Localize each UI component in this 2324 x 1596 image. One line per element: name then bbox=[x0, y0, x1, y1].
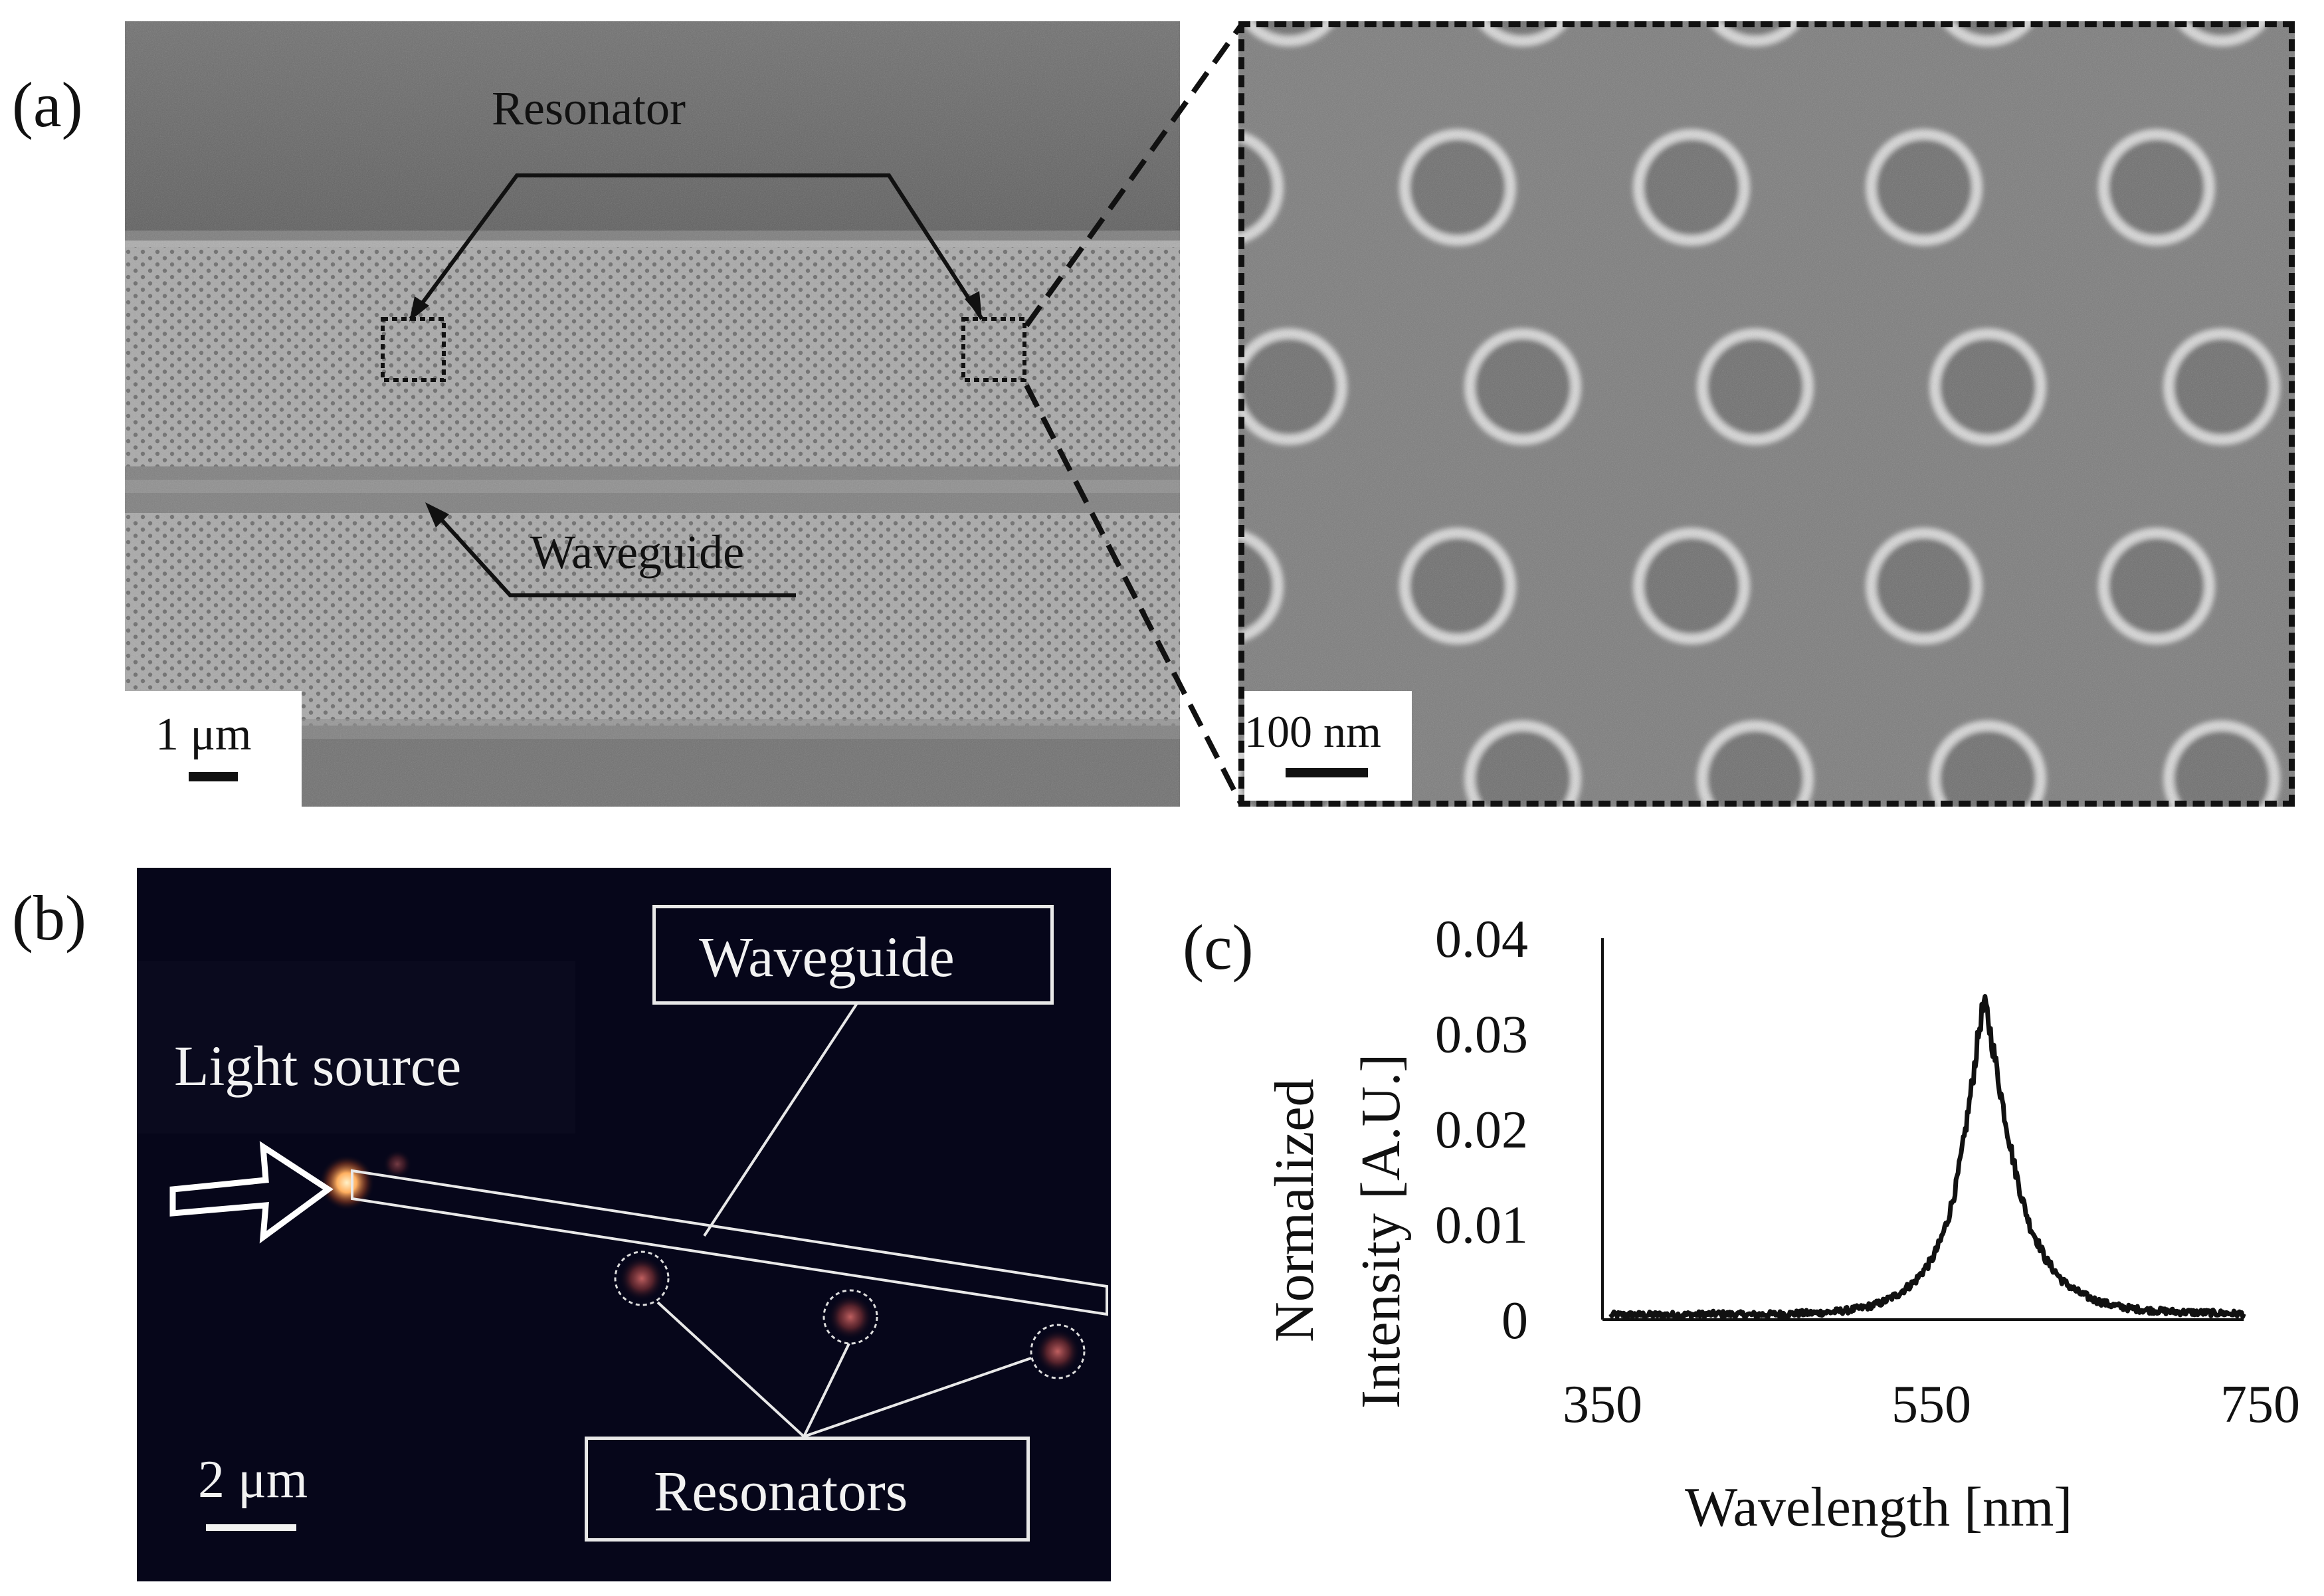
resonator-box-1 bbox=[381, 317, 446, 382]
waveguide-label-b: Waveguide bbox=[699, 925, 955, 989]
y-tick-labels: 0 0.01 0.02 0.03 0.04 bbox=[1435, 910, 1528, 1350]
resonator-arrow-left bbox=[409, 173, 603, 320]
resonator-arrow-right bbox=[603, 173, 984, 320]
spectrum-series-line bbox=[1608, 994, 2246, 1320]
y-axis-label-line2: Intensity [A.U.] bbox=[1350, 1053, 1412, 1409]
sem-right-svg bbox=[1238, 21, 2295, 807]
x-tick-label: 550 bbox=[1891, 1375, 1971, 1434]
y-tick-label: 0.01 bbox=[1435, 1197, 1528, 1255]
fluorescence-svg bbox=[137, 868, 1111, 1581]
light-source-arrow bbox=[169, 1141, 334, 1244]
resonators-label-box bbox=[585, 1437, 1030, 1542]
x-axis-label: Wavelength [nm] bbox=[1685, 1476, 2073, 1538]
panel-a-letter: (a) bbox=[12, 69, 83, 140]
scale-bar-b bbox=[206, 1524, 296, 1531]
scale-bar-label-right: 100 nm bbox=[1244, 706, 1381, 757]
scale-bar-label-b: 2 μm bbox=[198, 1450, 308, 1509]
light-source-spot bbox=[319, 1155, 375, 1211]
y-tick-label: 0.02 bbox=[1435, 1101, 1528, 1159]
panel-c-letter: (c) bbox=[1183, 912, 1254, 983]
light-source-label: Light source bbox=[174, 1034, 462, 1098]
resonators-label: Resonators bbox=[654, 1459, 908, 1523]
scale-bar-box-right: 100 nm bbox=[1244, 691, 1412, 801]
waveguide-label-a: Waveguide bbox=[530, 526, 745, 579]
resonator-box-2 bbox=[961, 317, 1026, 382]
sem-image-zoom bbox=[1238, 21, 2295, 807]
resonator-spot-1 bbox=[619, 1256, 664, 1301]
x-tick-labels: 350 550 750 bbox=[1563, 1375, 2300, 1434]
x-tick-label: 350 bbox=[1563, 1375, 1642, 1434]
y-axis-label-line1: Normalized bbox=[1264, 1078, 1325, 1343]
y-tick-label: 0.04 bbox=[1435, 910, 1528, 969]
resonator-spot-2 bbox=[828, 1294, 873, 1340]
waveguide-arrowhead bbox=[425, 502, 449, 528]
y-tick-label: 0.03 bbox=[1435, 1006, 1528, 1064]
scale-bar-left bbox=[189, 772, 238, 781]
zoom-lines bbox=[1024, 23, 1244, 805]
zoom-frame bbox=[1238, 21, 2295, 807]
resonator-arrowhead-right bbox=[965, 291, 982, 319]
resonator-spot-3 bbox=[1035, 1329, 1080, 1374]
scale-bar-right bbox=[1286, 768, 1368, 777]
waveguide-label-box bbox=[652, 905, 1054, 1005]
waveguide-outline bbox=[351, 1169, 1108, 1316]
resonator-arrowhead-left bbox=[409, 296, 429, 322]
panel-b-letter: (b) bbox=[12, 882, 86, 953]
y-tick-label: 0 bbox=[1501, 1292, 1528, 1350]
x-tick-label: 750 bbox=[2220, 1375, 2300, 1434]
scale-bar-box-left: 1 μm bbox=[125, 691, 302, 807]
fluorescence-image bbox=[137, 868, 1111, 1581]
scale-bar-label-left: 1 μm bbox=[155, 709, 252, 760]
resonator-label: Resonator bbox=[492, 82, 686, 135]
waveguide-arrow bbox=[429, 506, 796, 597]
